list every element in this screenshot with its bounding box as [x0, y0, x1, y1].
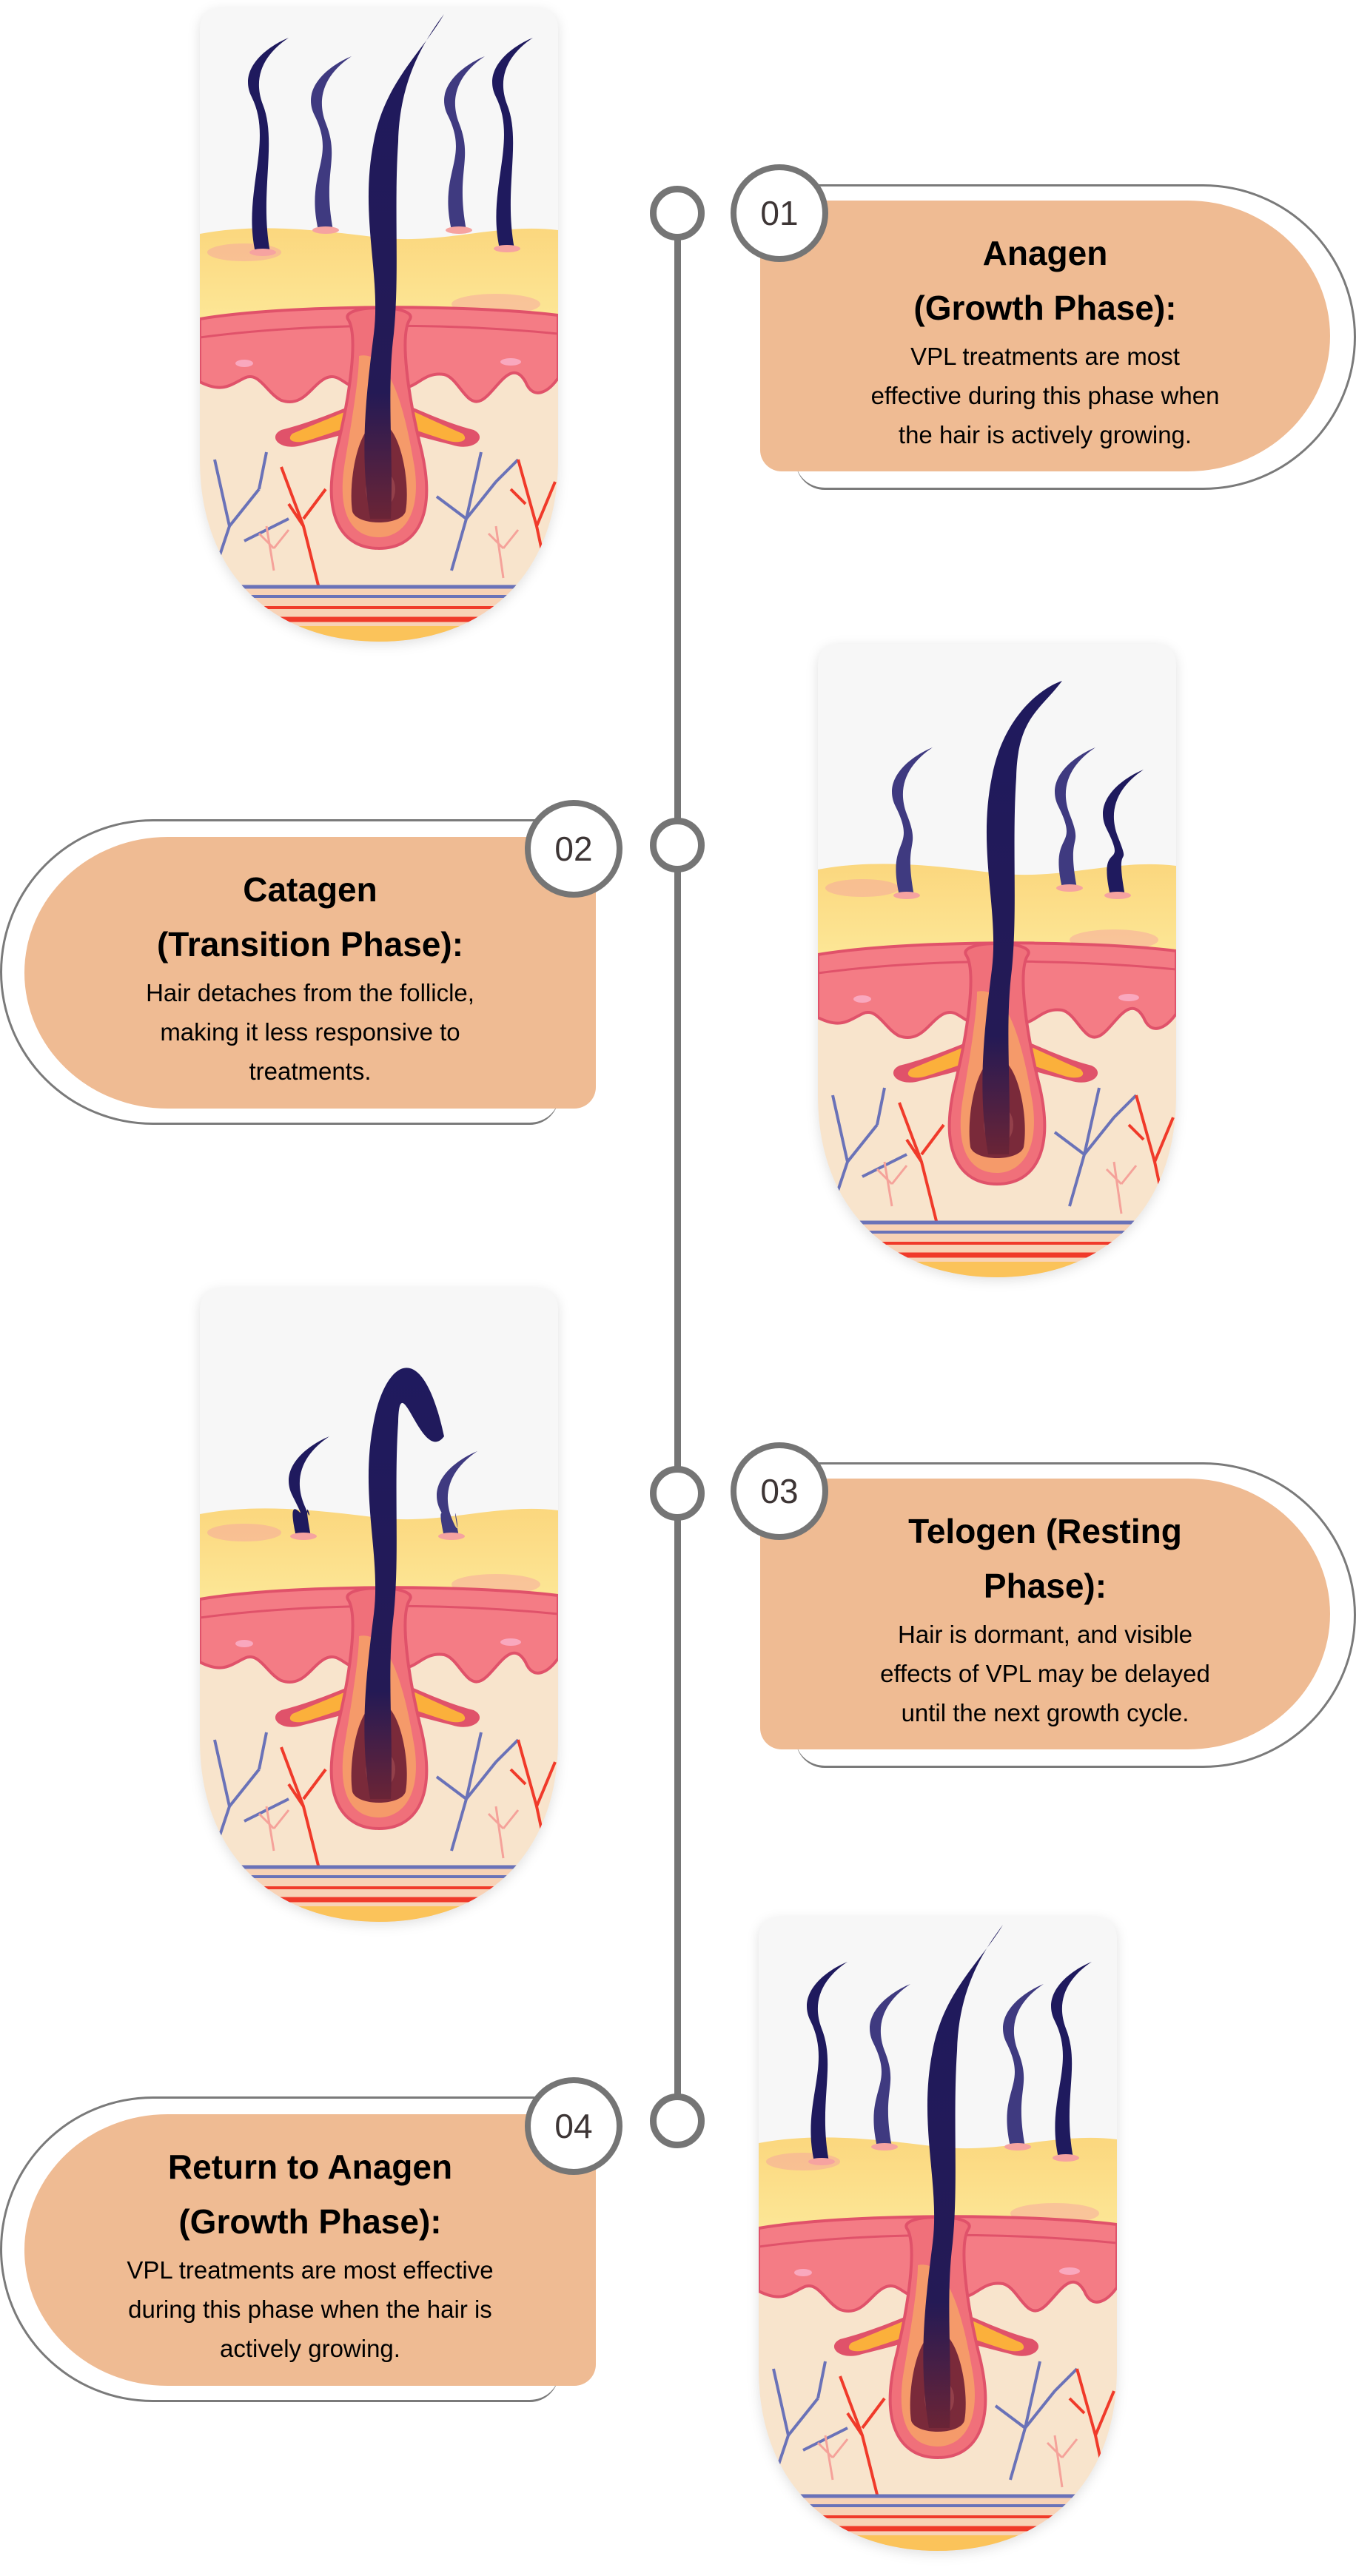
hair-strand [1003, 1984, 1044, 2147]
timeline-node-1 [650, 186, 705, 241]
pink-capillaries [258, 1806, 520, 1859]
main-hair [982, 681, 1062, 1154]
main-hair [364, 1368, 444, 1799]
phase-description-line: VPL treatments are most effective [127, 2256, 494, 2284]
hair-strand [311, 56, 352, 230]
phase-description-line: effects of VPL may be delayed [880, 1659, 1210, 1687]
phase-card-anagen: Anagen (Growth Phase): VPL treatments ar… [760, 201, 1330, 471]
phase-title-line: Phase): [983, 1566, 1107, 1605]
phase-card-telogen: Telogen (Resting Phase): Hair is dormant… [760, 1479, 1330, 1749]
phase-description-line: during this phase when the hair is [128, 2296, 492, 2323]
phase-description-line: effective during this phase when [870, 381, 1220, 409]
hair-strand [248, 38, 289, 252]
main-hair [364, 14, 444, 519]
phase-number-badge: 04 [525, 2077, 622, 2175]
hair-strand [1055, 747, 1095, 888]
blue-veins [213, 451, 520, 571]
pink-capillaries [816, 2435, 1078, 2488]
phase-description-line: treatments. [249, 1057, 372, 1085]
phase-number-badge: 03 [731, 1442, 828, 1540]
pink-capillaries [258, 525, 520, 579]
phase-title-line: (Growth Phase): [913, 288, 1177, 327]
fat-layer [818, 1262, 1176, 1277]
fat-layer [200, 626, 558, 642]
hair-strand [492, 38, 533, 249]
phase-card-return-anagen: Return to Anagen (Growth Phase): VPL tre… [24, 2114, 596, 2386]
phase-description-line: making it less responsive to [160, 1018, 460, 1046]
hair-follicle-illustration-catagen [818, 644, 1176, 1277]
phase-title-line: Catagen [243, 870, 377, 909]
vascular-layer [818, 1220, 1176, 1277]
phase-description: VPL treatments are most effective during… [127, 2250, 493, 2368]
hair-follicle-illustration-anagen [200, 8, 558, 642]
phase-title-line: Telogen (Resting [908, 1511, 1182, 1550]
phase-description-line: the hair is actively growing. [898, 420, 1192, 448]
phase-description: VPL treatments are most effective during… [871, 337, 1220, 454]
red-capillaries [280, 1739, 557, 1866]
vascular-layer [200, 1865, 558, 1922]
hair-strand [892, 747, 933, 895]
phase-title-line: Return to Anagen [167, 2148, 453, 2186]
hair-strand [444, 56, 485, 230]
phase-title: Return to Anagen (Growth Phase): [168, 2139, 452, 2249]
fat-layer [200, 1906, 558, 1922]
phase-number-badge: 02 [525, 800, 622, 898]
timeline-node-2 [650, 818, 705, 872]
hair-follicle-illustration-return-anagen [759, 1917, 1117, 2551]
hair-strand [289, 1436, 329, 1536]
timeline-line [674, 213, 681, 2122]
phase-title-line: (Transition Phase): [156, 925, 464, 964]
phase-title: Anagen (Growth Phase): [913, 226, 1176, 335]
phase-title-line: (Growth Phase): [178, 2202, 442, 2241]
hair-strand [807, 1962, 848, 2162]
phase-number-badge: 01 [731, 164, 828, 262]
phase-card-catagen: Catagen (Transition Phase): Hair detache… [24, 837, 596, 1109]
hair-strand [437, 1451, 477, 1536]
blue-veins [213, 1732, 520, 1852]
pink-capillaries [876, 1161, 1138, 1214]
blue-veins [772, 2361, 1078, 2481]
phase-description: Hair is dormant, and visible effects of … [880, 1615, 1210, 1732]
phase-description-line: until the next growth cycle. [901, 1698, 1189, 1726]
main-hair [923, 1925, 1003, 2428]
hair-strand [870, 1984, 910, 2147]
hair-follicle-illustration-telogen [200, 1288, 558, 1922]
red-capillaries [898, 1094, 1175, 1222]
phase-description-line: actively growing. [220, 2335, 400, 2362]
hair-strand [1051, 1962, 1092, 2158]
phase-title: Catagen (Transition Phase): [157, 862, 463, 972]
phase-description-line: VPL treatments are most [910, 342, 1180, 370]
phase-description: Hair detaches from the follicle, making … [146, 973, 474, 1091]
fat-layer [759, 2535, 1117, 2551]
hair-strand [1103, 770, 1144, 895]
timeline-node-3 [650, 1466, 705, 1521]
phase-title: Telogen (Resting Phase): [908, 1504, 1182, 1613]
phase-description-line: Hair is dormant, and visible [898, 1620, 1192, 1648]
timeline-node-4 [650, 2094, 705, 2148]
vascular-layer [200, 585, 558, 642]
phase-description-line: Hair detaches from the follicle, [146, 979, 474, 1006]
blue-veins [831, 1087, 1138, 1207]
phase-title-line: Anagen [982, 233, 1108, 272]
vascular-layer [759, 2494, 1117, 2551]
